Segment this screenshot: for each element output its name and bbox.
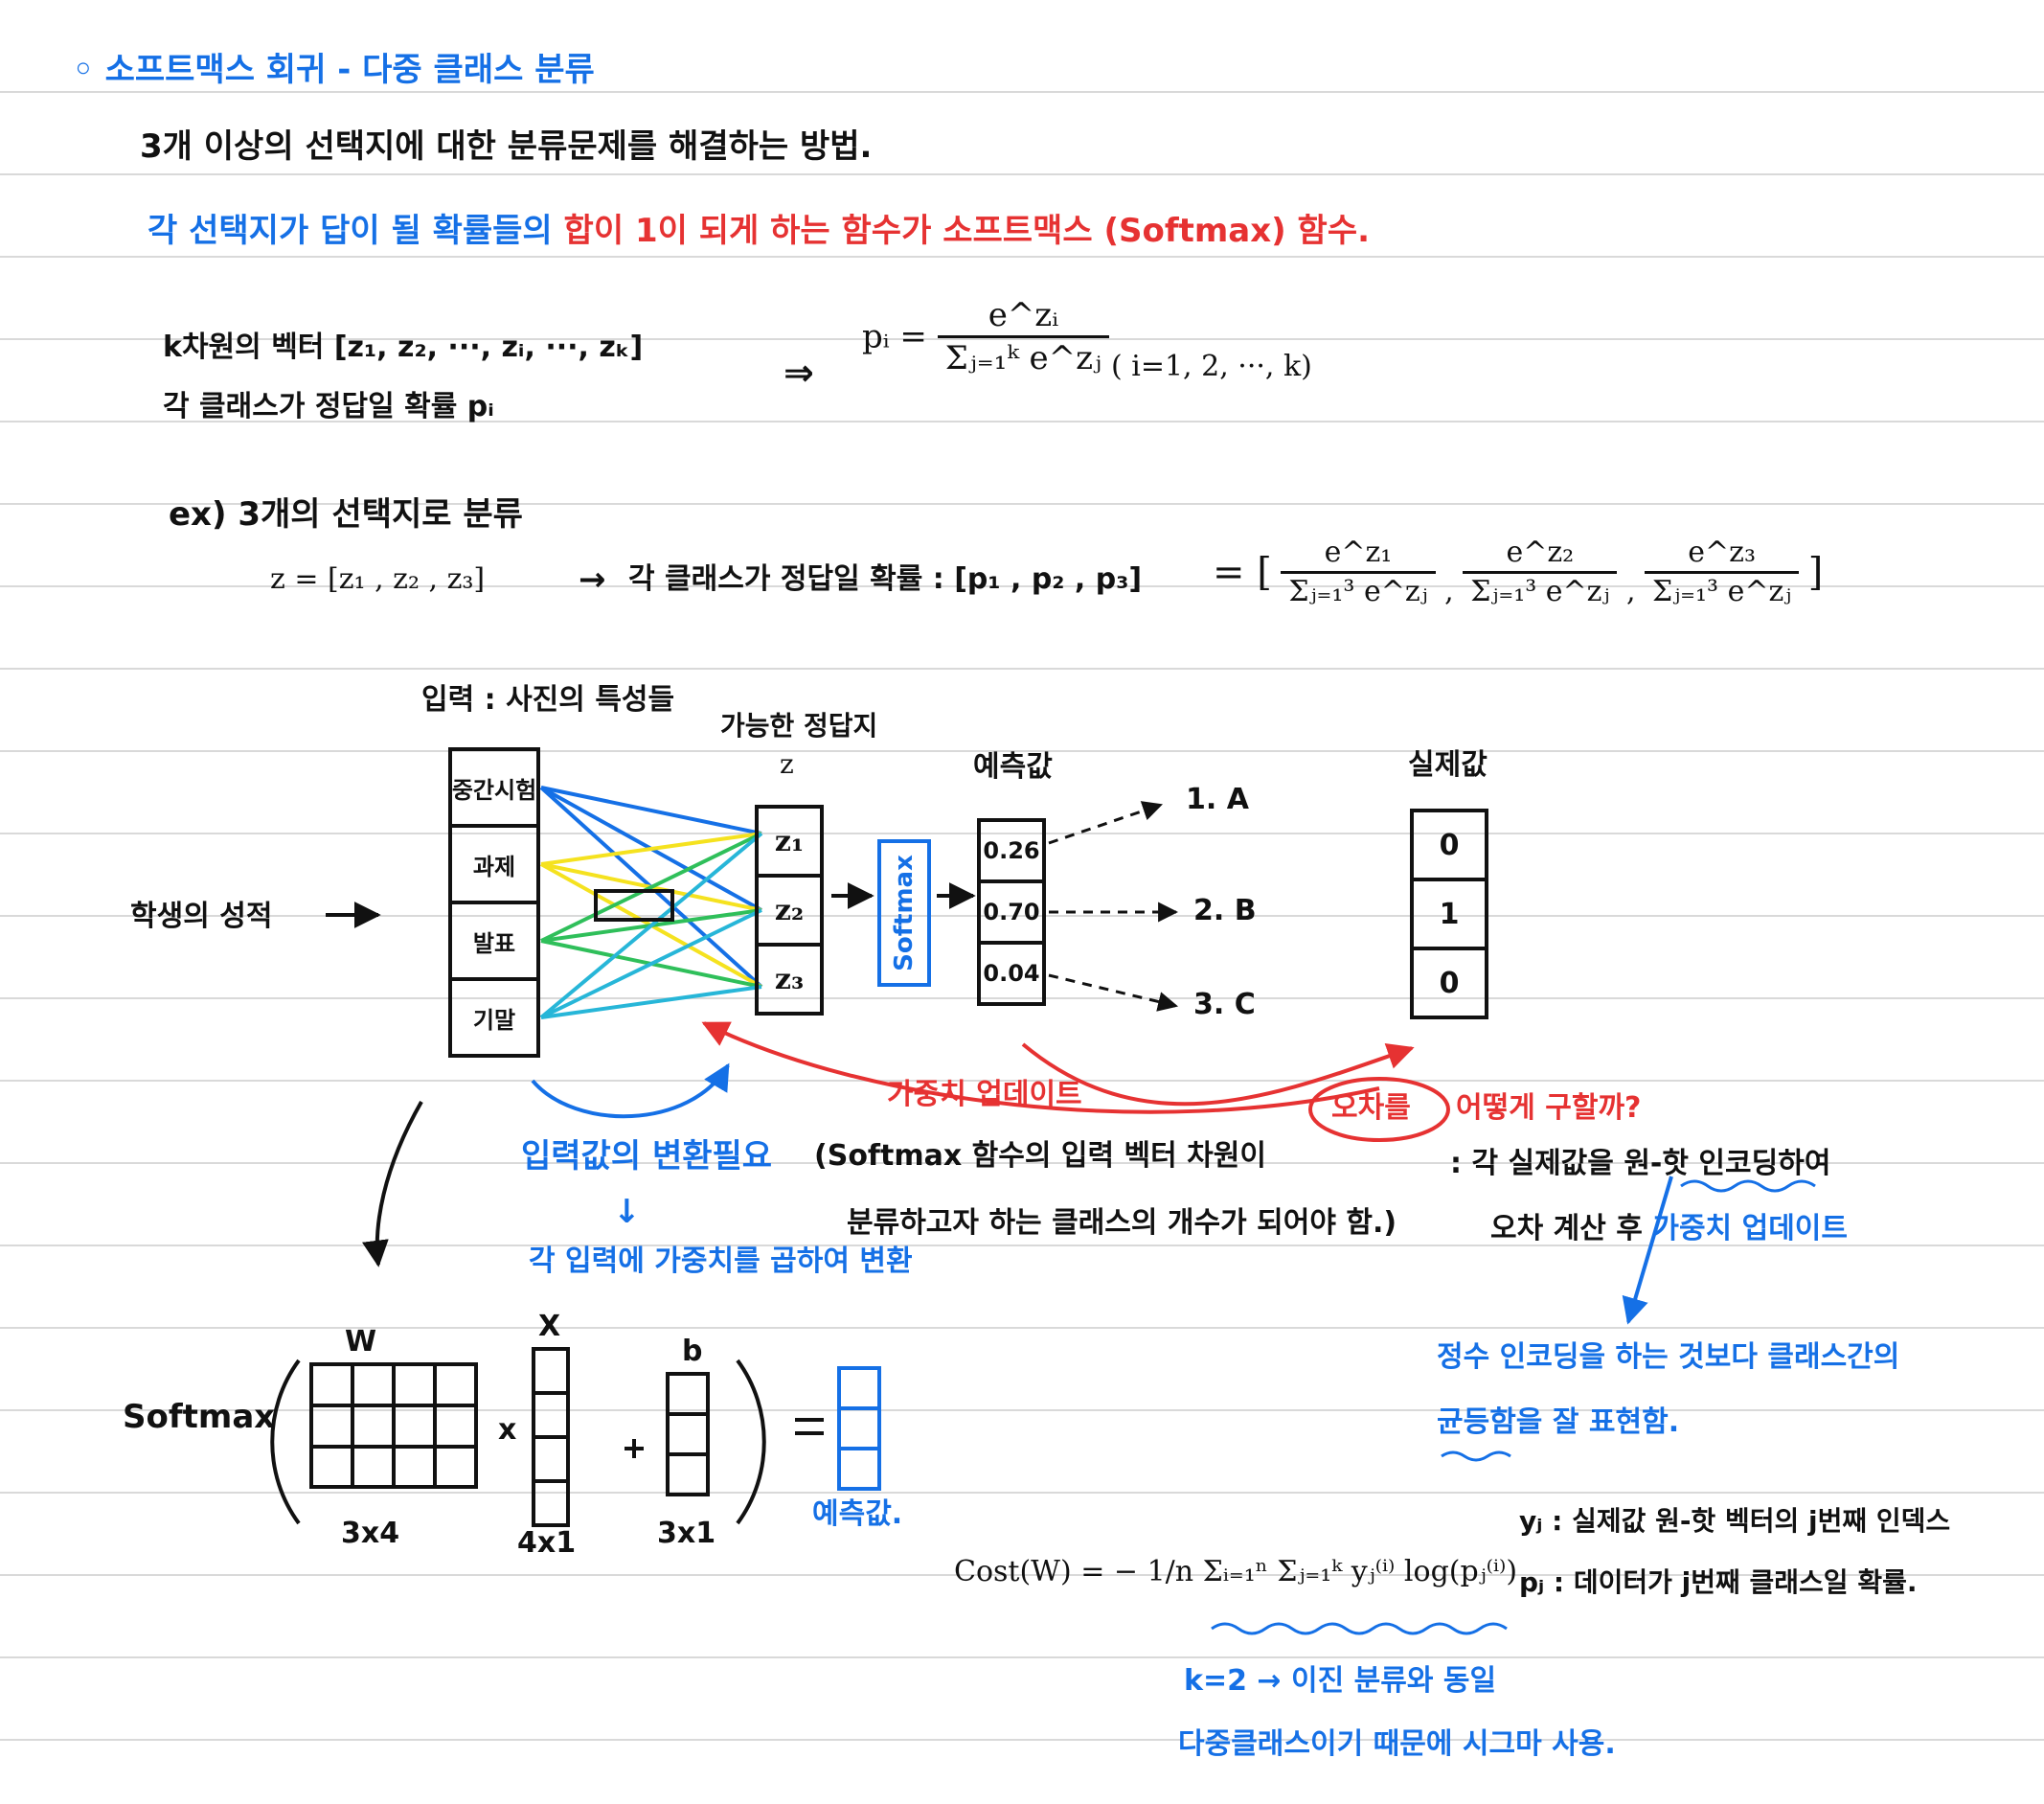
matrix-softmax-label: Softmax <box>123 1398 276 1436</box>
input-cell-presentation: 발표 <box>472 929 516 957</box>
fraction-1-denominator: Σⱼ₌₁³ e^zⱼ <box>1288 575 1428 608</box>
result-label: 예측값. <box>812 1497 903 1531</box>
example-probabilities: 각 클래스가 정답일 확률 : [p₁ , p₂ , p₃] <box>628 562 1143 596</box>
b-dimension: 3x1 <box>657 1517 716 1550</box>
matrix-w-label: W <box>345 1325 377 1359</box>
fraction-2-denominator: Σⱼ₌₁³ e^zⱼ <box>1470 575 1610 608</box>
weight-connections <box>539 786 763 1019</box>
error-calc-note-1: : 각 실제값을 원-핫 인코딩하여 <box>1450 1147 1831 1180</box>
multiclass-note: 다중클래스이기 때문에 시그마 사용. <box>1178 1727 1616 1761</box>
matrix-equation-drawing <box>270 1347 824 1527</box>
onehot-reason-2: 균등함을 잘 표현함. <box>1437 1405 1680 1439</box>
result-vector <box>837 1366 881 1491</box>
prediction-cell-3: 0.04 <box>983 960 1040 987</box>
actual-cell-3: 0 <box>1439 966 1460 1000</box>
index-range: ( i=1, 2, ···, k) <box>1111 350 1312 383</box>
weight-update-label: 가중치 업데이트 <box>887 1078 1082 1111</box>
intro-text: 3개 이상의 선택지에 대한 분류문제를 해결하는 방법. <box>140 127 873 166</box>
y-definition: yⱼ : 실제값 원-핫 벡터의 j번째 인덱스 <box>1519 1505 1951 1537</box>
input-cell-final: 기말 <box>472 1006 516 1034</box>
z-cell-3: z₃ <box>774 962 805 996</box>
page-title: ◦ 소프트맥스 회귀 - 다중 클래스 분류 <box>73 51 595 89</box>
x-dimension: 4x1 <box>517 1526 577 1560</box>
softmax-definition: 각 선택지가 답이 될 확률들의 합이 1이 되게 하는 함수가 소프트맥스 (… <box>148 215 1370 247</box>
fraction-1-numerator: e^z₁ <box>1281 538 1436 574</box>
actual-title: 실제값 <box>1408 748 1488 782</box>
example-fraction-vector: = [ e^z₁ Σⱼ₌₁³ e^zⱼ , e^z₂ Σⱼ₌₁³ e^zⱼ , … <box>1213 538 1823 606</box>
prediction-cell-2: 0.70 <box>983 899 1040 925</box>
error-calc-part-b: 가중치 업데이트 <box>1652 1212 1848 1245</box>
prediction-cell-1: 0.26 <box>983 837 1040 864</box>
w-dimension: 3x4 <box>341 1517 400 1550</box>
class-c: 3. C <box>1193 988 1256 1021</box>
example-label: ex) 3개의 선택지로 분류 <box>169 495 523 534</box>
candidates-subtitle: z <box>780 748 794 780</box>
fraction-3-numerator: e^z₃ <box>1645 538 1800 574</box>
implies-arrow: ⇒ <box>784 352 814 394</box>
weight-multiply-note: 각 입력에 가중치를 곱하여 변환 <box>529 1245 913 1278</box>
student-grade-label: 학생의 성적 <box>130 900 273 933</box>
example-z-vector: z = [z₁ , z₂ , z₃] <box>270 562 486 596</box>
fraction-3-denominator: Σⱼ₌₁³ e^zⱼ <box>1652 575 1792 608</box>
input-cell-assignment: 과제 <box>472 853 516 880</box>
formula-numerator: e^zᵢ <box>937 299 1110 338</box>
down-arrow-icon: ↓ <box>613 1193 641 1231</box>
definition-part2: 합이 1이 되게 하는 함수가 <box>563 212 943 250</box>
matrix-b-label: b <box>682 1335 703 1368</box>
probability-description: 각 클래스가 정답일 확률 pᵢ <box>163 390 494 423</box>
prediction-title: 예측값 <box>973 750 1053 784</box>
actual-boxes <box>1410 809 1488 1019</box>
comma-1: , <box>1444 575 1454 608</box>
class-a: 1. A <box>1186 783 1249 816</box>
actual-cell-2: 1 <box>1439 897 1460 931</box>
cost-formula: Cost(W) = − 1/n Σᵢ₌₁ⁿ Σⱼ₌₁ᵏ yⱼ⁽ⁱ⁾ log(pⱼ… <box>954 1555 1518 1588</box>
comma-2: , <box>1625 575 1636 608</box>
input-change-detail-1: (Softmax 함수의 입력 벡터 차원이 <box>814 1139 1266 1173</box>
candidates-title: 가능한 정답지 <box>720 710 878 742</box>
example-arrow: → <box>579 560 606 599</box>
actual-cell-1: 0 <box>1439 828 1460 862</box>
z-cell-1: z₁ <box>774 824 805 858</box>
z-cell-2: z₂ <box>774 893 805 927</box>
error-label: 오차를 <box>1331 1091 1411 1125</box>
formula-denominator: Σⱼ₌₁ᵏ e^zⱼ <box>944 339 1102 377</box>
definition-part3: 소프트맥스 (Softmax) 함수. <box>943 212 1371 250</box>
error-calc-part-a: 오차 계산 후 <box>1490 1212 1653 1245</box>
softmax-formula: pᵢ = e^zᵢ Σⱼ₌₁ᵏ e^zⱼ <box>862 299 1110 377</box>
vector-description: k차원의 벡터 [z₁, z₂, ···, zᵢ, ···, zₖ] <box>163 331 644 364</box>
k2-note: k=2 → 이진 분류와 동일 <box>1184 1664 1497 1698</box>
fraction-2-numerator: e^z₂ <box>1463 538 1618 574</box>
formula-lhs: pᵢ = <box>862 317 927 356</box>
z-boxes <box>755 805 824 1016</box>
input-title: 입력 : 사진의 특성들 <box>421 683 675 717</box>
error-calc-note-2: 오차 계산 후 가중치 업데이트 <box>1490 1215 1848 1244</box>
input-change-note: 입력값의 변환필요 <box>521 1137 773 1176</box>
prediction-boxes <box>977 818 1046 1006</box>
error-question: 어떻게 구할까? <box>1456 1091 1642 1125</box>
matrix-times: x <box>498 1413 517 1447</box>
class-b: 2. B <box>1193 894 1257 927</box>
input-change-detail-2: 분류하고자 하는 클래스의 개수가 되어야 함.) <box>847 1206 1397 1240</box>
input-cell-midterm: 중간시험 <box>451 776 537 804</box>
onehot-reason-1: 정수 인코딩을 하는 것보다 클래스간의 <box>1437 1340 1900 1374</box>
softmax-box-label: Softmax <box>890 855 919 971</box>
matrix-x-label: X <box>538 1310 561 1343</box>
input-feature-boxes <box>448 747 540 1058</box>
p-definition: pⱼ : 데이터가 j번째 클래스일 확률. <box>1519 1566 1918 1598</box>
bracket-close: ] <box>1807 550 1824 595</box>
definition-part1: 각 선택지가 답이 될 확률들의 <box>148 212 564 250</box>
bracket-open: = [ <box>1213 550 1272 595</box>
